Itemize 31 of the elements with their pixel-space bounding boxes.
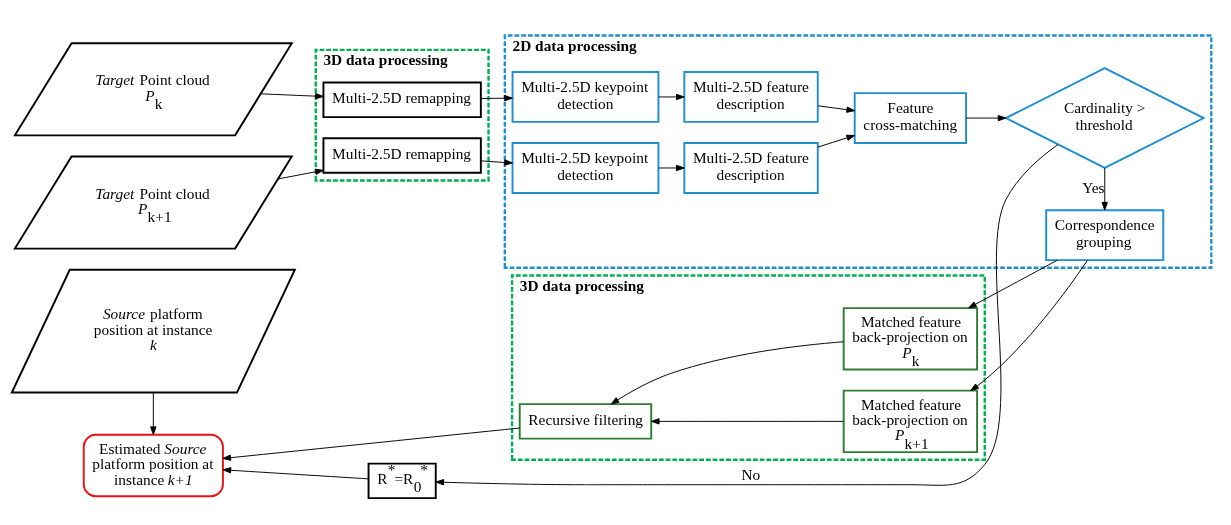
arrow: [260, 92, 324, 99]
node-box: Feature cross-matching: [853, 91, 967, 144]
node-box: Recursive filtering: [518, 402, 653, 440]
node-box: Estimated Source platform position at instance k+1: [82, 433, 224, 497]
node-diamond: Cardinality > threshold: [1003, 66, 1206, 169]
arrow: [480, 94, 513, 101]
node-box: Multi-2.5D feature description: [683, 70, 819, 123]
arrow: [650, 417, 844, 425]
edge-label: No: [741, 465, 761, 483]
arrow: [222, 427, 521, 461]
arrow: [610, 340, 845, 405]
arrow: [817, 134, 856, 148]
node-box: Multi-2.5D remapping: [322, 136, 482, 174]
edge-label: Yes: [1082, 178, 1105, 196]
arrow: [965, 114, 1007, 121]
node-box: Multi-2.5D feature description: [683, 141, 819, 194]
arrow: [817, 104, 856, 113]
arrow: [658, 93, 685, 100]
node-box: Multi-2.5D keypoint detection: [511, 70, 660, 123]
arrow: [435, 143, 1059, 486]
arrow: [277, 168, 324, 179]
arrow: [1101, 167, 1108, 211]
arrow: [150, 391, 157, 435]
arrow: [970, 259, 1088, 391]
node-box: Correspondence grouping: [1045, 208, 1165, 261]
arrow: [658, 164, 685, 171]
arrow: [480, 158, 513, 166]
node-box: Multi-2.5D remapping: [322, 81, 482, 118]
arrow: [968, 259, 1058, 308]
arrow: [222, 466, 369, 479]
node-box: Multi-2.5D keypoint detection: [511, 141, 660, 194]
